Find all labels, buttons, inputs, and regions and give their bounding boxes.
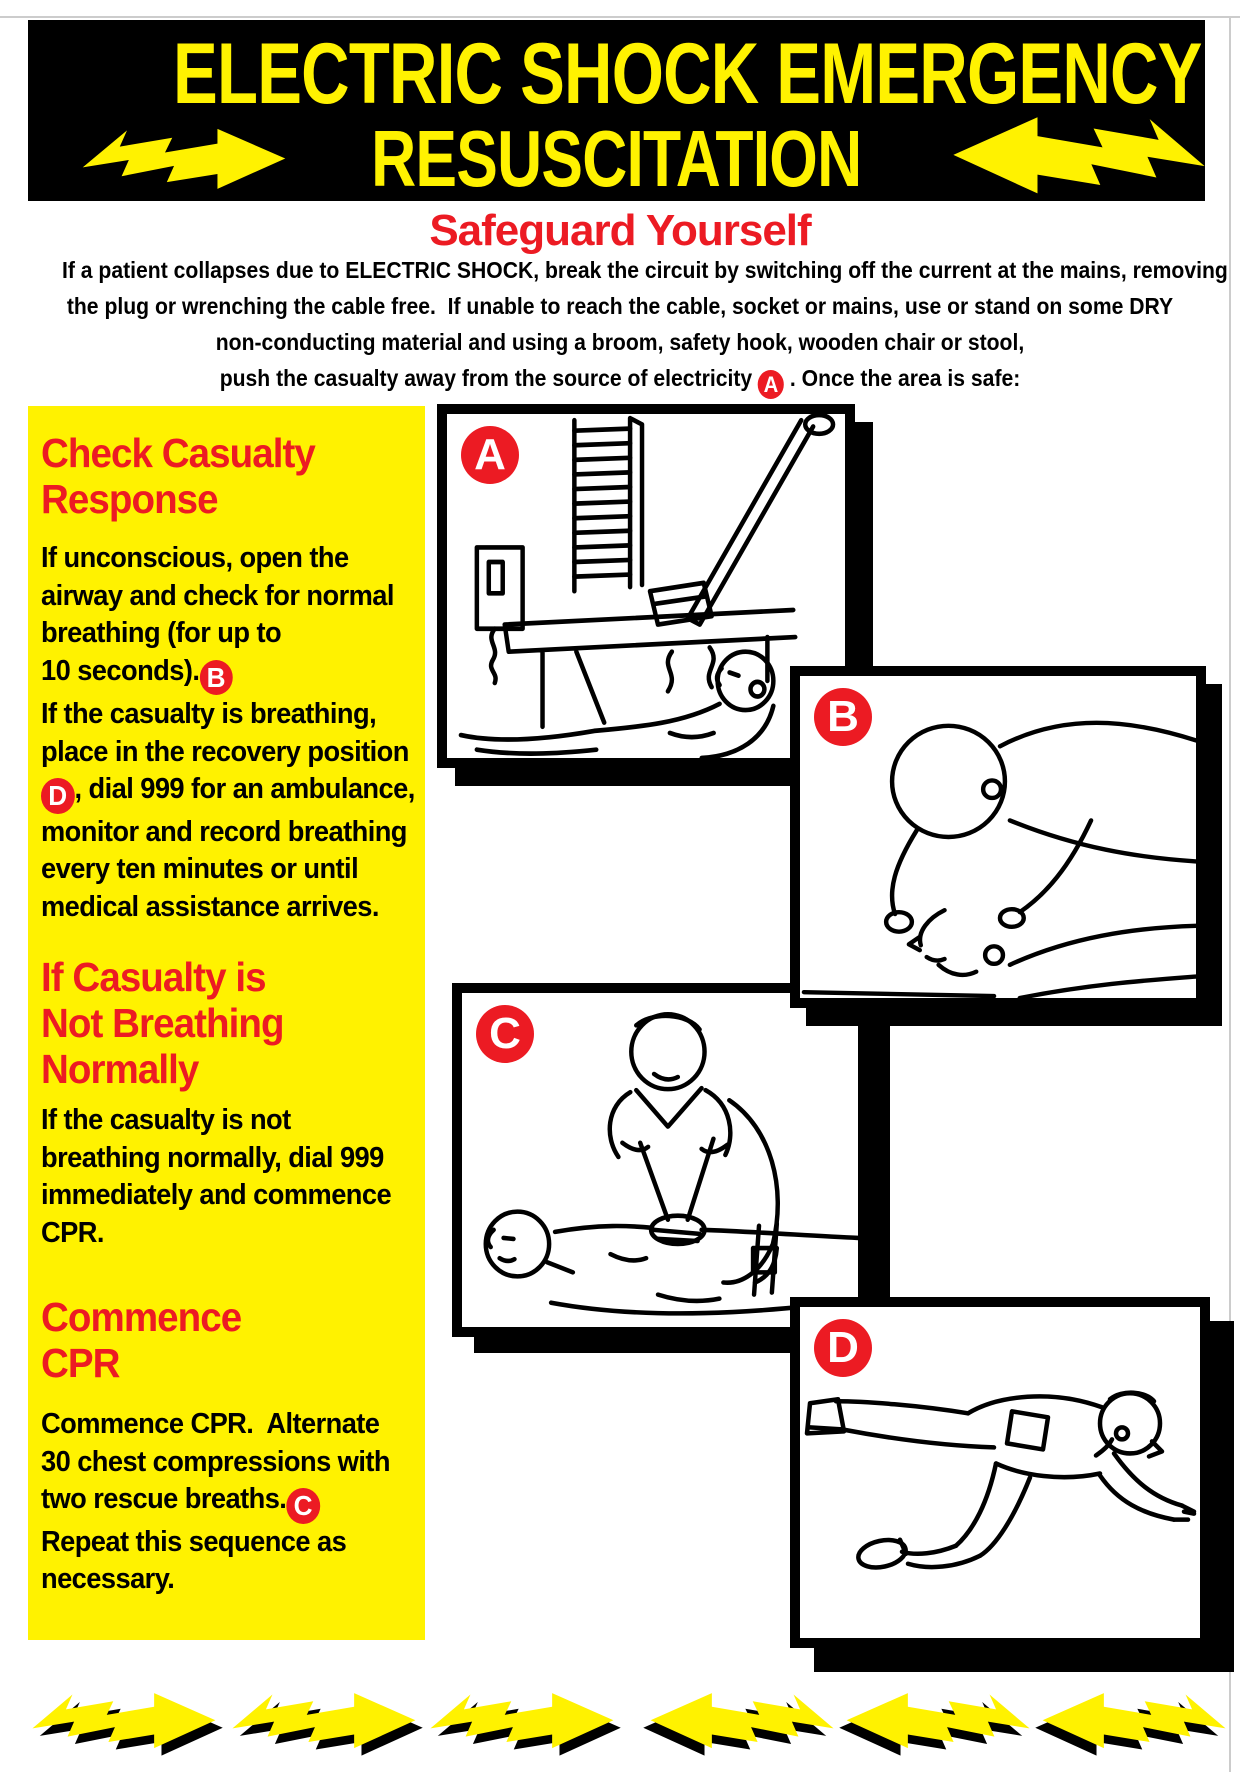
step-badge-c-inline: C bbox=[286, 1488, 320, 1524]
lightning-bolt-icon bbox=[80, 120, 288, 194]
paragraph-recovery-position: If the casualty is breathing, place in t… bbox=[41, 698, 415, 923]
poster-title-line-1: ELECTRIC SHOCK EMERGENCY bbox=[28, 30, 1205, 118]
lightning-bolt-icon bbox=[836, 1685, 1032, 1761]
step-badge-a: A bbox=[461, 426, 519, 484]
step-badge-b: B bbox=[814, 688, 872, 746]
step-badge-b-inline: B bbox=[199, 659, 233, 696]
poster-title-text-1: ELECTRIC SHOCK EMERGENCY bbox=[173, 26, 1202, 122]
poster-title-text-2: RESUSCITATION bbox=[371, 114, 862, 203]
cpr-illustration bbox=[483, 1011, 858, 1316]
push-casualty-illustration bbox=[458, 414, 836, 758]
poster-title-line-2: RESUSCITATION bbox=[28, 118, 1205, 200]
lightning-bolt-icon bbox=[230, 1685, 426, 1761]
figure-panel-c: C bbox=[452, 983, 868, 1337]
lightning-bolt-icon bbox=[428, 1685, 624, 1761]
rescue-breath-illustration bbox=[801, 720, 1196, 998]
page-edge-line bbox=[1229, 16, 1231, 1772]
intro-paragraph: If a patient collapses due to ELECTRIC S… bbox=[62, 252, 1228, 400]
paragraph-dial-999: If the casualty is not breathing normall… bbox=[41, 1104, 392, 1249]
paragraph-cpr-sequence: Commence CPR. Alternate 30 chest compres… bbox=[41, 1408, 390, 1596]
section-heading-commence-cpr: Commence CPR bbox=[41, 1294, 242, 1386]
lightning-bolt-icon bbox=[950, 106, 1208, 200]
figure-panel-a: A bbox=[437, 404, 855, 768]
step-badge-d: D bbox=[814, 1319, 872, 1377]
recovery-position-illustration bbox=[804, 1390, 1197, 1570]
header-banner: ELECTRIC SHOCK EMERGENCY RESUSCITATION bbox=[28, 20, 1205, 201]
page-edge-line bbox=[0, 16, 1240, 18]
lightning-bolt-icon bbox=[640, 1685, 836, 1761]
section-heading-not-breathing: If Casualty is Not Breathing Normally bbox=[41, 954, 285, 1092]
paragraph-check-breathing: If unconscious, open the airway and chec… bbox=[41, 540, 394, 696]
figure-panel-b: B bbox=[790, 666, 1206, 1008]
step-badge-d-inline: D bbox=[41, 778, 75, 814]
lightning-bolt-icon bbox=[30, 1685, 226, 1761]
safeguard-heading: Safeguard Yourself bbox=[429, 206, 811, 255]
step-badge-c: C bbox=[476, 1005, 534, 1063]
lightning-bolt-icon bbox=[1032, 1685, 1228, 1761]
section-heading-check-response: Check Casualty Response bbox=[41, 430, 316, 522]
instruction-panel: Check Casualty Response If unconscious, … bbox=[28, 406, 425, 1640]
step-badge-a-inline: A bbox=[758, 370, 785, 400]
figure-panel-d: D bbox=[790, 1297, 1210, 1648]
